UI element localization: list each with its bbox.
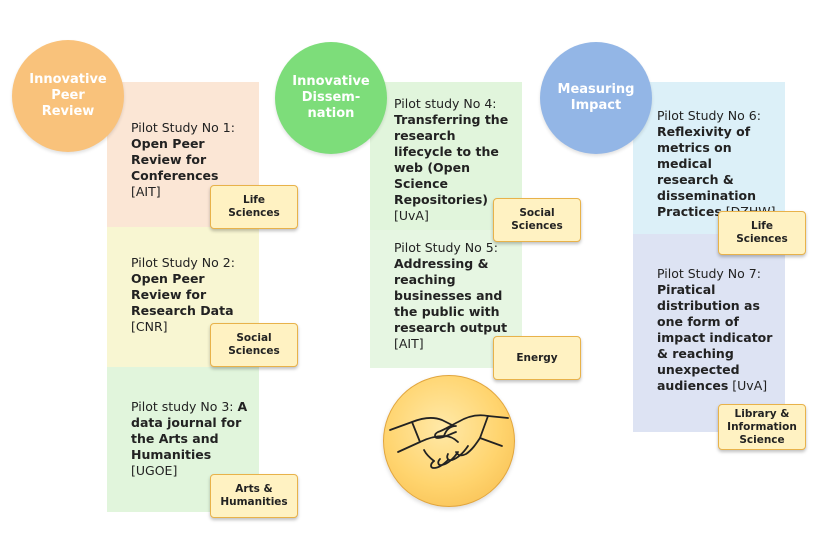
pilot-study-4-title: Transferring the research lifecycle to t… bbox=[394, 112, 509, 207]
pilot-study-5-title: Addressing & reaching businesses and the… bbox=[394, 256, 508, 335]
pilot-study-7-label: Pilot Study No 7: bbox=[657, 266, 761, 281]
category-innovative-dissemination: Innovative Dissem- nation bbox=[275, 42, 387, 154]
pilot-study-6-label: Pilot Study No 6: bbox=[657, 108, 761, 123]
category-label: Measuring Impact bbox=[557, 82, 635, 113]
pilot-study-7-institution: [UvA] bbox=[732, 378, 768, 393]
pilot-study-5-label: Pilot Study No 5: bbox=[394, 240, 498, 255]
pilot-study-2-institution: [CNR] bbox=[131, 319, 168, 334]
field-tag-study-7: Library & Information Science bbox=[718, 404, 806, 450]
pilot-study-3-institution: [UGOE] bbox=[131, 463, 178, 478]
field-tag-study-1: Life Sciences bbox=[210, 185, 298, 229]
category-innovative-peer-review: Innovative Peer Review bbox=[12, 40, 124, 152]
pilot-study-1-institution: [AIT] bbox=[131, 184, 161, 199]
pilot-study-1-label: Pilot Study No 1: bbox=[131, 120, 235, 135]
field-tag-label: Energy bbox=[516, 351, 558, 364]
category-measuring-impact: Measuring Impact bbox=[540, 42, 652, 154]
handshake-emblem bbox=[383, 375, 515, 507]
field-tag-study-3: Arts & Humanities bbox=[210, 474, 298, 518]
pilot-study-1-title: Open Peer Review for Conferences bbox=[131, 136, 219, 183]
category-label: Innovative Dissem- nation bbox=[292, 74, 370, 121]
pilot-study-4-institution: [UvA] bbox=[394, 208, 429, 223]
category-label: Innovative Peer Review bbox=[29, 72, 107, 119]
field-tag-study-5: Energy bbox=[493, 336, 581, 380]
pilot-study-6-title: Reflexivity of metrics on medical resear… bbox=[657, 124, 756, 219]
field-tag-label: Life Sciences bbox=[228, 194, 280, 219]
field-tag-study-6: Life Sciences bbox=[718, 211, 806, 255]
field-tag-study-2: Social Sciences bbox=[210, 323, 298, 367]
pilot-study-5-institution: [AIT] bbox=[394, 336, 424, 351]
pilot-study-3-box: Pilot study No 3: A data journal for the… bbox=[107, 367, 259, 512]
pilot-study-2-box: Pilot Study No 2: Open Peer Review for R… bbox=[107, 227, 259, 367]
pilot-study-3-label: Pilot study No 3: bbox=[131, 399, 234, 414]
field-tag-label: Social Sciences bbox=[228, 332, 280, 357]
handshake-icon bbox=[389, 414, 509, 469]
pilot-study-2-label: Pilot Study No 2: bbox=[131, 255, 235, 270]
field-tag-study-4: Social Sciences bbox=[493, 198, 581, 242]
pilot-study-3-title: A data journal for the Arts and Humaniti… bbox=[131, 399, 248, 462]
field-tag-label: Library & Information Science bbox=[727, 407, 797, 446]
pilot-study-1-box: Pilot Study No 1: Open Peer Review for C… bbox=[107, 82, 259, 227]
field-tag-label: Life Sciences bbox=[736, 220, 788, 245]
pilot-study-4-label: Pilot study No 4: bbox=[394, 96, 497, 111]
pilot-study-6-box: Pilot Study No 6: Reflexivity of metrics… bbox=[633, 82, 785, 234]
field-tag-label: Social Sciences bbox=[511, 207, 563, 232]
pilot-study-2-title: Open Peer Review for Research Data bbox=[131, 271, 234, 318]
pilot-study-7-box: Pilot Study No 7: Piratical distribution… bbox=[633, 234, 785, 432]
pilot-study-7-title: Piratical distribution as one form of im… bbox=[657, 282, 773, 393]
field-tag-label: Arts & Humanities bbox=[220, 483, 288, 508]
